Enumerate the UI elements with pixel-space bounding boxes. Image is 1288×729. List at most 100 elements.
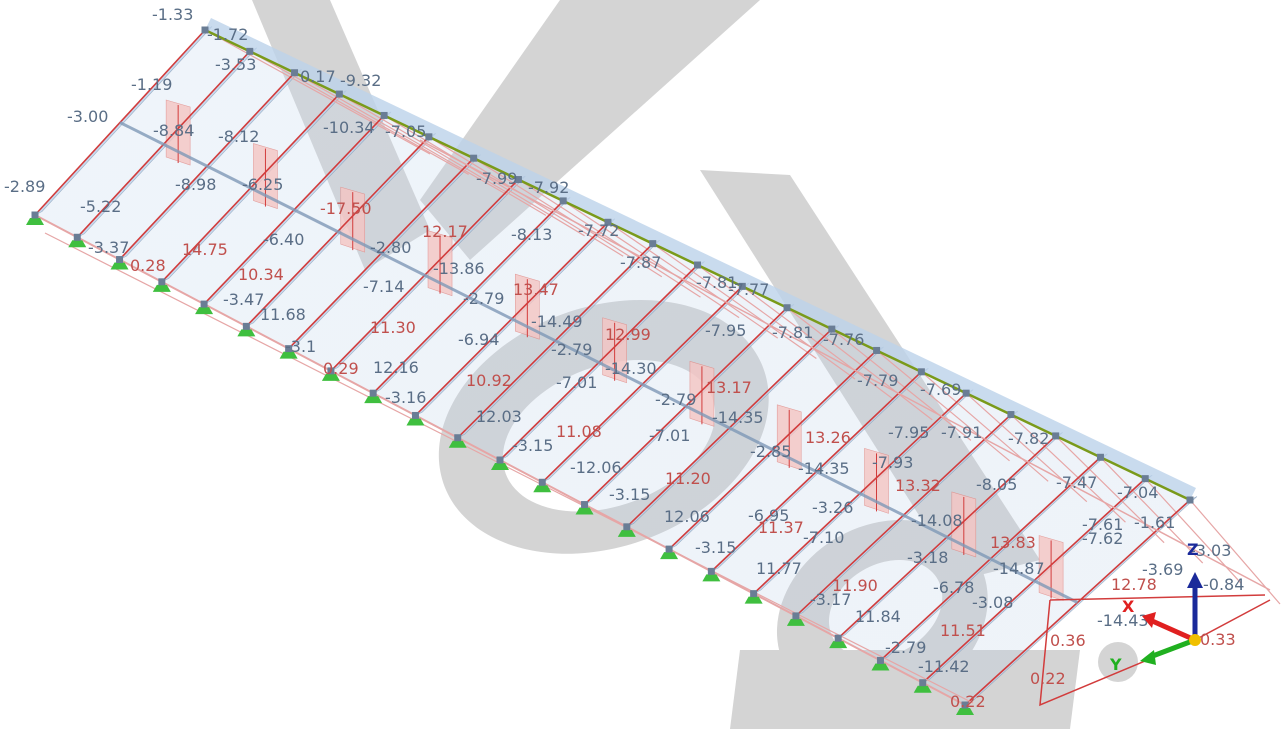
result-value-label: -8.98 bbox=[175, 175, 216, 194]
support-icon bbox=[491, 463, 509, 470]
result-value-label: -3.08 bbox=[972, 593, 1013, 612]
result-value-label: -14.30 bbox=[605, 359, 657, 378]
node-marker bbox=[538, 478, 546, 486]
result-value-label: -8.13 bbox=[511, 225, 552, 244]
result-value-label: -8.05 bbox=[976, 475, 1017, 494]
result-value-label: -7.95 bbox=[705, 321, 746, 340]
rafter-rear bbox=[249, 50, 469, 175]
node-marker bbox=[411, 411, 419, 419]
result-value-label: -2.85 bbox=[750, 442, 791, 461]
result-value-label: -17.50 bbox=[320, 199, 372, 218]
result-value-label: 0.29 bbox=[323, 359, 359, 378]
result-value-label: -7.47 bbox=[1056, 473, 1097, 492]
node-marker bbox=[738, 282, 746, 290]
result-value-label: -3.03 bbox=[1190, 541, 1231, 560]
support-icon bbox=[786, 618, 805, 626]
node-marker bbox=[694, 261, 701, 269]
node-marker bbox=[1186, 496, 1194, 504]
support-icon bbox=[26, 218, 44, 225]
node-marker bbox=[380, 111, 388, 119]
result-value-label: -11.42 bbox=[918, 657, 970, 676]
node-marker bbox=[581, 501, 589, 509]
result-value-label: -3.15 bbox=[512, 436, 553, 455]
support-icon bbox=[406, 418, 425, 426]
result-value-label: -7.81 bbox=[772, 323, 813, 342]
x-axis-arrow bbox=[1148, 617, 1197, 643]
result-value-label: 13.26 bbox=[805, 428, 851, 447]
result-value-label: 13.17 bbox=[706, 378, 752, 397]
x-axis-label: X bbox=[1122, 597, 1135, 616]
x-axis-arrowhead bbox=[1142, 612, 1156, 628]
node-marker bbox=[369, 389, 377, 397]
result-value-label: 12.17 bbox=[422, 222, 468, 241]
support-icon bbox=[68, 240, 87, 248]
result-value-label: -7.04 bbox=[1117, 483, 1158, 502]
result-value-label: -3.18 bbox=[907, 548, 948, 567]
nodes bbox=[31, 26, 1194, 709]
result-value-label: -7.87 bbox=[620, 253, 661, 272]
support-icon bbox=[871, 663, 890, 671]
result-value-label: -7.61 bbox=[1082, 515, 1123, 534]
node-marker bbox=[665, 545, 673, 553]
result-value-label: 11.84 bbox=[855, 607, 901, 626]
node-marker bbox=[917, 368, 925, 376]
result-value-label: -3.26 bbox=[812, 498, 853, 517]
result-value-label: -2.89 bbox=[4, 177, 45, 196]
result-value-label: -3.37 bbox=[88, 238, 129, 257]
support-icon bbox=[237, 329, 256, 337]
support-icon bbox=[617, 529, 636, 537]
result-value-label: -7.82 bbox=[1008, 429, 1049, 448]
result-value-label: -13.86 bbox=[433, 259, 485, 278]
result-value-label: -10.34 bbox=[323, 118, 375, 137]
end-frame bbox=[1039, 599, 1271, 707]
support-icon bbox=[110, 262, 129, 270]
node-marker bbox=[919, 679, 927, 687]
node-marker bbox=[1141, 475, 1149, 483]
z-axis-label: Z bbox=[1187, 540, 1199, 559]
result-value-label: -6.25 bbox=[242, 175, 283, 194]
node-marker bbox=[559, 197, 567, 205]
result-value-label: -3.15 bbox=[609, 485, 650, 504]
result-value-label: 10.92 bbox=[466, 371, 512, 390]
result-value-label: -7.81 bbox=[696, 273, 737, 292]
node-marker bbox=[834, 634, 842, 642]
result-value-label: 13.83 bbox=[990, 533, 1036, 552]
result-value-label: -2.79 bbox=[655, 390, 696, 409]
result-value-label: -7.93 bbox=[872, 453, 913, 472]
result-value-label: -7.14 bbox=[363, 277, 404, 296]
result-value-label: -3.17 bbox=[810, 590, 851, 609]
result-value-label: 0.22 bbox=[950, 692, 986, 711]
result-value-label: -0.84 bbox=[1203, 575, 1244, 594]
end-frame-beam bbox=[1049, 594, 1266, 601]
node-marker bbox=[242, 322, 250, 330]
node-marker bbox=[604, 218, 612, 226]
result-value-label: -7.95 bbox=[888, 423, 929, 442]
result-value-label: -2.79 bbox=[551, 340, 592, 359]
rafter-rear bbox=[294, 72, 508, 196]
result-value-label: 0.17 bbox=[300, 67, 336, 86]
support-icon bbox=[829, 641, 848, 649]
result-value-label: 12.06 bbox=[664, 507, 710, 526]
support-icon bbox=[744, 596, 763, 604]
result-value-label: -6.95 bbox=[748, 506, 789, 525]
node-marker bbox=[1052, 432, 1060, 440]
result-value-label: -7.77 bbox=[728, 280, 769, 299]
rafter-rear bbox=[562, 200, 740, 319]
result-value-label: -7.62 bbox=[1082, 529, 1123, 548]
node-marker bbox=[961, 701, 969, 709]
node-marker bbox=[200, 300, 208, 308]
support-icon bbox=[195, 307, 214, 315]
result-value-label: -8.12 bbox=[218, 127, 259, 146]
node-marker bbox=[962, 389, 970, 397]
result-value-label: -2.79 bbox=[885, 638, 926, 657]
result-value-label: 10.34 bbox=[238, 265, 284, 284]
result-value-label: -7.76 bbox=[823, 330, 864, 349]
purlin bbox=[119, 121, 1079, 604]
result-value-label: -7.05 bbox=[385, 122, 426, 141]
node-marker bbox=[31, 211, 39, 219]
rafter-rear bbox=[697, 264, 856, 380]
rafter-rear bbox=[786, 307, 933, 421]
rafter-rear bbox=[831, 328, 972, 441]
